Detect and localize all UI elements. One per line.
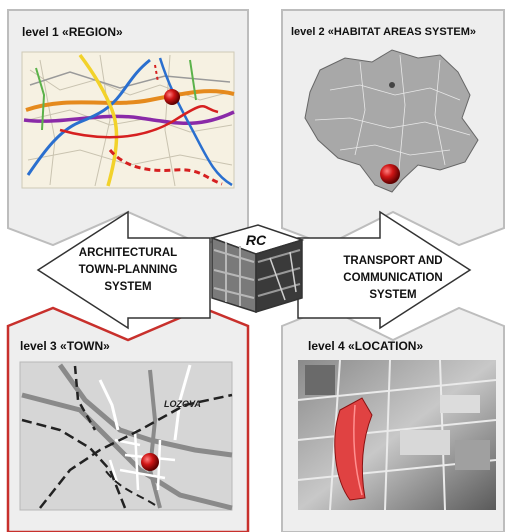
dashed-route (108, 149, 223, 186)
blue-route (26, 58, 151, 176)
center-label: RC (246, 232, 267, 248)
location-marker-icon (380, 164, 400, 184)
arrow-right-line1: TRANSPORT AND (343, 255, 442, 267)
yellow-route (78, 53, 119, 187)
panel-level2-title: level 2 «HABITAT AREAS SYSTEM» (291, 26, 476, 38)
arrow-left-line1: ARCHITECTURAL (79, 247, 177, 259)
panel-level4-title: level 4 «LOCATION» (308, 339, 423, 353)
panel-level3: level 3 «TOWN» LOZOVA (6, 306, 250, 532)
panel-level1: level 1 «REGION» (7, 9, 249, 247)
town-map: LOZOVA (19, 361, 233, 511)
panel-level2: level 2 «HABITAT AREAS SYSTEM» (281, 9, 505, 247)
panel-level1-title: level 1 «REGION» (22, 25, 123, 39)
arrow-left: ARCHITECTURAL TOWN-PLANNING SYSTEM (36, 210, 211, 330)
purple-route (23, 110, 235, 125)
arrow-right-line2: COMMUNICATION (343, 272, 442, 284)
panel-level4: level 4 «LOCATION» (281, 306, 505, 532)
arrow-right: TRANSPORT AND COMMUNICATION SYSTEM (297, 210, 472, 330)
center-cube: RC (209, 224, 305, 314)
region-map (21, 51, 235, 189)
town-name-label: LOZOVA (164, 399, 201, 409)
location-aerial-photo (297, 359, 497, 511)
location-marker-icon (164, 89, 180, 105)
arrow-left-line2: TOWN-PLANNING (79, 264, 178, 276)
arrow-left-line3: SYSTEM (104, 281, 151, 293)
habitat-map (304, 49, 479, 193)
location-marker-icon (141, 453, 159, 471)
panel-level3-title: level 3 «TOWN» (20, 339, 110, 353)
orange-route (25, 89, 235, 112)
arrow-right-line3: SYSTEM (369, 289, 416, 301)
highlighted-site (334, 397, 373, 501)
